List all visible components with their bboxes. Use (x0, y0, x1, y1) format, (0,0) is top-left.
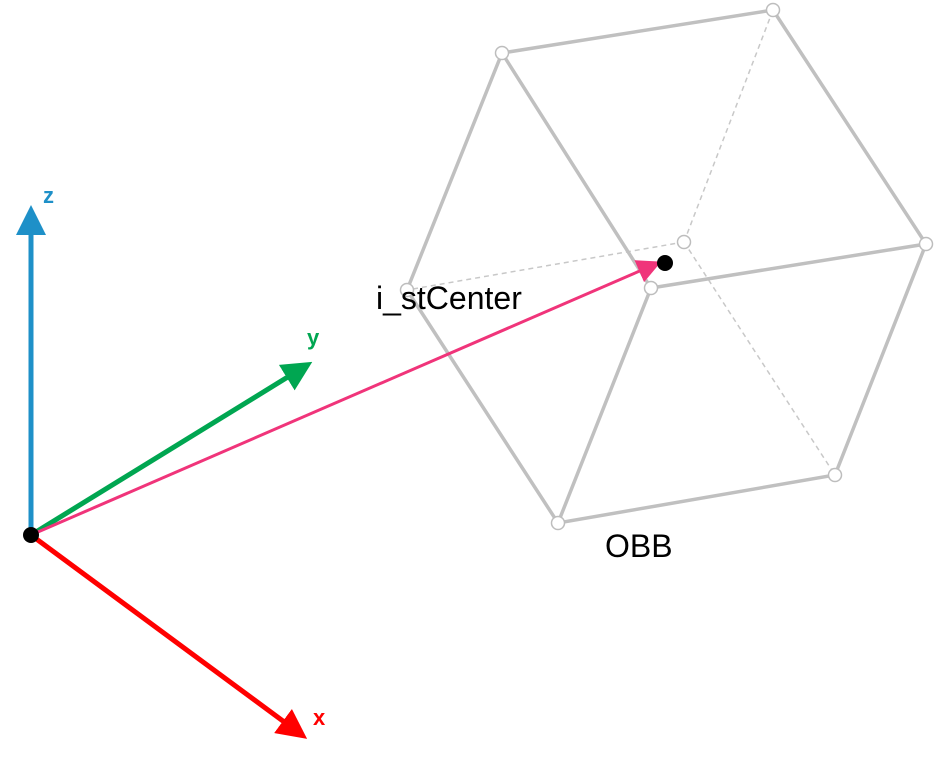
coordinate-axes (16, 205, 313, 739)
obb-vertex (827, 467, 843, 483)
hidden-edge (406, 241, 685, 291)
hidden-edge (683, 241, 836, 476)
obb-vertex (765, 2, 781, 18)
hidden-edge (683, 9, 774, 243)
obb-hidden-edges (406, 9, 836, 476)
obb-vertices (399, 2, 934, 531)
origin-point (23, 527, 39, 543)
x-axis-arrow (29, 532, 308, 739)
y-axis-arrow (29, 361, 313, 538)
obb-front-edge (500, 51, 653, 290)
obb-label: OBB (605, 528, 673, 564)
y-axis-label: y (307, 325, 320, 350)
obb-vertex (494, 45, 510, 61)
obb-vertex (676, 234, 692, 250)
obb-front-edge (649, 242, 928, 290)
center-vector-arrow (30, 260, 662, 537)
obb-center-point (657, 255, 673, 271)
obb-vertex (399, 282, 415, 298)
obb-front-edge (556, 286, 653, 525)
obb-vertex (550, 515, 566, 531)
z-axis-label: z (43, 183, 54, 208)
obb-vertex (918, 236, 934, 252)
x-axis-label: x (313, 705, 326, 730)
center-vector-label: i_stCenter (376, 280, 522, 316)
obb-vertex (643, 280, 659, 296)
